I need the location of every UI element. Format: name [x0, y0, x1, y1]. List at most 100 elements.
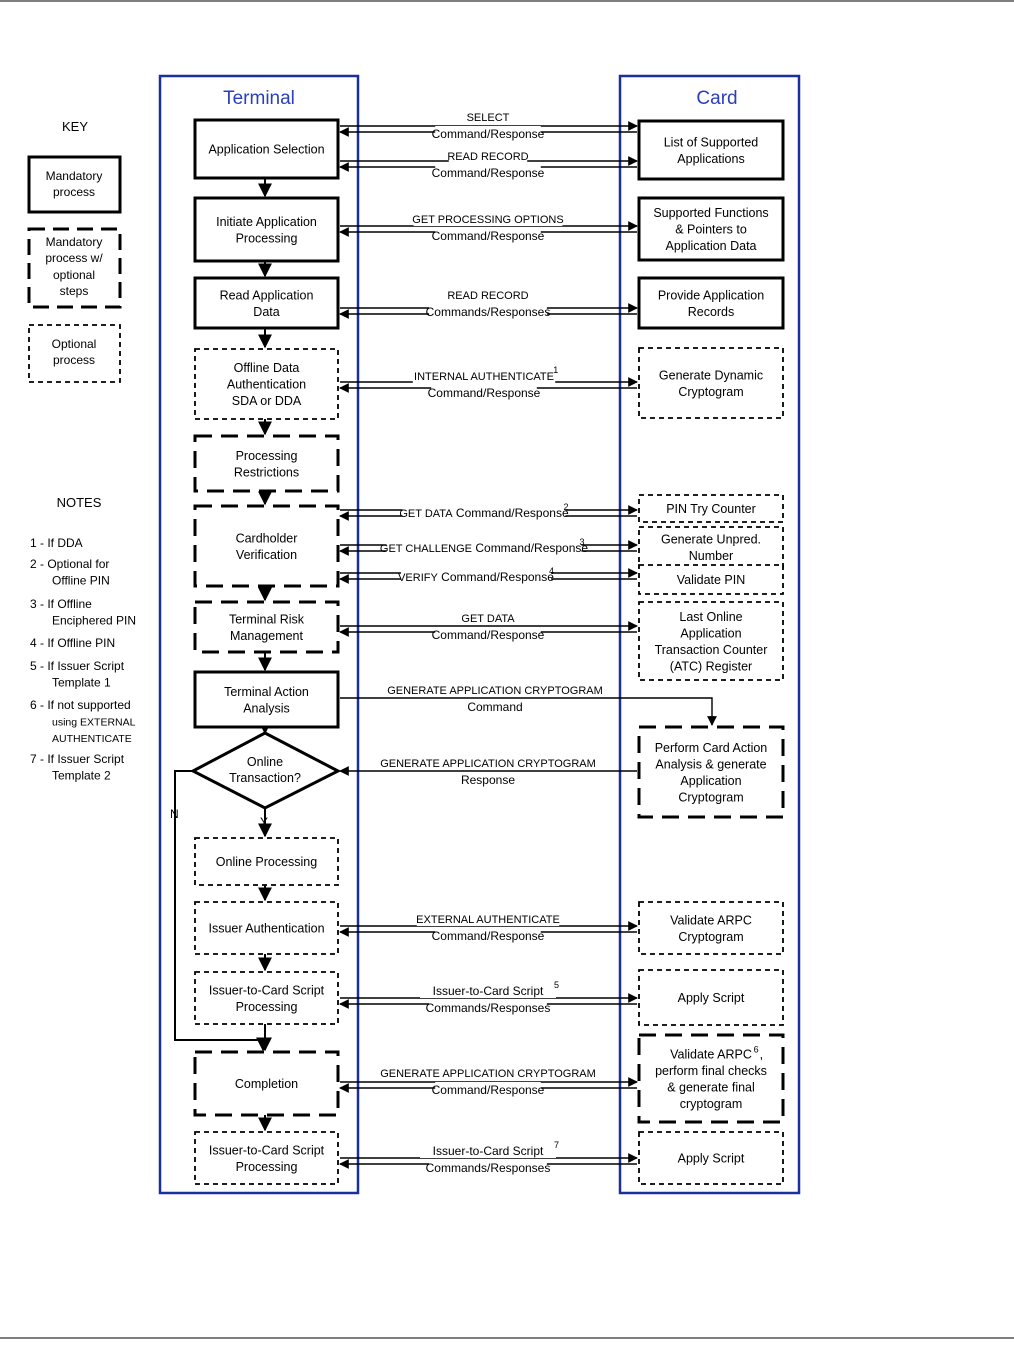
terminal-box-initiate-application-processing-label-2: Processing	[236, 231, 298, 245]
message-issuer-script-1-label-2: Commands/Responses	[426, 1001, 551, 1015]
card-box-validate-arpc-final-label-2: perform final checks	[655, 1064, 767, 1078]
card-box-last-online-atc-register-label-3: Transaction Counter	[655, 643, 768, 657]
message-generate-ac-command-label-mask-1	[391, 682, 599, 697]
terminal-box-online-processing: Online Processing	[194, 837, 339, 886]
message-get-data-2-label-1: GET DATA	[461, 613, 515, 625]
card-box-pin-try-counter: PIN Try Counter	[638, 494, 784, 523]
card-box-supported-functions-frame	[637, 196, 785, 262]
note-1-line-1: 1 - If DDA	[30, 536, 83, 550]
terminal-box-issuer-authentication-label-1: Issuer Authentication	[208, 922, 324, 936]
decision-diamond	[189, 731, 342, 810]
terminal-box-terminal-action-analysis-label-2: Analysis	[243, 701, 290, 715]
terminal-box-cardholder-verification-frame	[193, 504, 340, 588]
terminal-box-issuer-authentication: Issuer Authentication	[194, 901, 339, 955]
message-get-data-1-label-mask-1	[402, 505, 566, 520]
message-get-data-2-label-mask-2	[435, 627, 541, 642]
message-issuer-script-2-label-1: Issuer-to-Card Script	[433, 1144, 544, 1158]
terminal-box-processing-restrictions-frame	[193, 434, 340, 493]
terminal-box-offline-data-authentication-label-1: Offline Data	[234, 361, 300, 375]
card-box-provide-application-records-frame	[637, 276, 785, 330]
card-box-perform-card-action-analysis-label-3: Application	[680, 774, 741, 788]
message-external-authenticate-label-1: EXTERNAL AUTHENTICATE	[416, 914, 560, 926]
terminal-box-offline-data-authentication-label-2: Authentication	[227, 378, 306, 392]
key-optional-line-1: Optional	[52, 337, 97, 351]
note-4-line-1: 4 - If Offline PIN	[30, 636, 115, 650]
note-3-line-1: 3 - If Offline	[30, 597, 92, 611]
terminal-box-offline-data-authentication-frame	[194, 348, 339, 420]
key-optional-line-2: process	[53, 353, 95, 367]
terminal-box-processing-restrictions-label-2: Restrictions	[234, 465, 299, 479]
key-optional-process: Optional process	[28, 324, 121, 383]
card-box-validate-arpc-final-label-3: & generate final	[667, 1080, 755, 1094]
note-2-line-1: 2 - Optional for	[30, 557, 109, 571]
card-box-last-online-atc-register-label-4: (ATC) Register	[670, 659, 752, 673]
note-5-line-1: 5 - If Issuer Script	[30, 659, 125, 673]
message-issuer-script-2-label-mask-2	[429, 1160, 547, 1175]
terminal-box-issuer-authentication-frame	[194, 901, 339, 955]
terminal-box-read-application-data-label-1: Read Application	[220, 288, 314, 302]
note-7-line-2: Template 2	[52, 769, 111, 783]
note-6-line-1: 6 - If not supported	[30, 698, 131, 712]
message-get-data-1-label-1: GET DATA Command/Response	[399, 506, 569, 520]
terminal-box-issuer-to-card-script-processing-2-frame	[194, 1131, 339, 1185]
message-issuer-script-1-label-mask-1	[419, 983, 557, 998]
note-5-line-2: Template 1	[52, 676, 111, 690]
terminal-box-terminal-action-analysis-frame	[193, 670, 340, 729]
terminal-box-read-application-data-label-2: Data	[253, 305, 279, 319]
card-box-validate-pin-frame	[638, 564, 784, 595]
note-7-line-1: 7 - If Issuer Script	[30, 752, 125, 766]
message-verify-label-1: VERIFY Command/Response	[398, 570, 554, 584]
message-read-record-1-label-1: READ RECORD	[447, 151, 528, 163]
terminal-box-application-selection-frame	[193, 118, 340, 180]
terminal-box-completion-label-1: Completion	[235, 1077, 298, 1091]
card-box-last-online-atc-register-frame	[638, 601, 784, 681]
card-box-generate-unpredictable-number-label-2: Number	[689, 549, 733, 563]
terminal-box-read-application-data-frame	[193, 276, 340, 330]
message-issuer-script-2-label-2: Commands/Responses	[426, 1161, 551, 1175]
message-select-label-1: SELECT	[467, 112, 510, 124]
message-internal-authenticate-label-1: INTERNAL AUTHENTICATE	[414, 371, 554, 383]
decision-label-1: Online	[247, 755, 283, 769]
message-issuer-script-2-footnote-ref: 7	[554, 1140, 559, 1150]
terminal-box-application-selection: Application Selection	[193, 118, 340, 180]
terminal-lane	[158, 74, 360, 1195]
note-6-line-2: using EXTERNAL	[52, 717, 136, 729]
card-lane-title: Card	[696, 88, 737, 109]
terminal-box-cardholder-verification-label-2: Verification	[236, 548, 297, 562]
card-box-provide-application-records-label-1: Provide Application	[658, 288, 764, 302]
card-box-validate-arpc-cryptogram-frame	[638, 901, 784, 955]
card-box-validate-arpc-cryptogram-label-2: Cryptogram	[678, 930, 743, 944]
decision-yes-label: Y	[260, 815, 268, 829]
terminal-lane-title: Terminal	[223, 88, 295, 109]
notes-title: NOTES	[57, 495, 102, 510]
key-mixed-line-1: Mandatory	[46, 235, 103, 249]
card-box-validate-arpc-final-label-1: Validate ARPC	[670, 1047, 752, 1061]
message-get-processing-options-label-mask-2	[435, 228, 541, 243]
message-issuer-script-1-footnote-ref: 5	[554, 980, 559, 990]
card-box-supported-functions: Supported Functions& Pointers toApplicat…	[637, 196, 785, 262]
no-path-connector	[174, 770, 270, 1052]
terminal-box-initiate-application-processing-label-1: Initiate Application	[216, 215, 317, 229]
card-box-last-online-atc-register-label-2: Application	[680, 626, 741, 640]
message-issuer-script-2-label-mask-1	[419, 1143, 557, 1158]
message-generate-ac-response-label-mask-2	[459, 772, 517, 787]
terminal-box-issuer-to-card-script-processing-1-label-1: Issuer-to-Card Script	[209, 983, 325, 997]
key-mixed-line-3: optional	[53, 268, 95, 282]
terminal-box-processing-restrictions-label-1: Processing	[236, 449, 298, 463]
card-box-generate-dynamic-cryptogram-label-2: Cryptogram	[678, 385, 743, 399]
card-box-perform-card-action-analysis-label-4: Cryptogram	[678, 790, 743, 804]
message-internal-authenticate-footnote-ref: 1	[553, 365, 558, 375]
message-read-record-2-label-mask-1	[448, 287, 528, 302]
